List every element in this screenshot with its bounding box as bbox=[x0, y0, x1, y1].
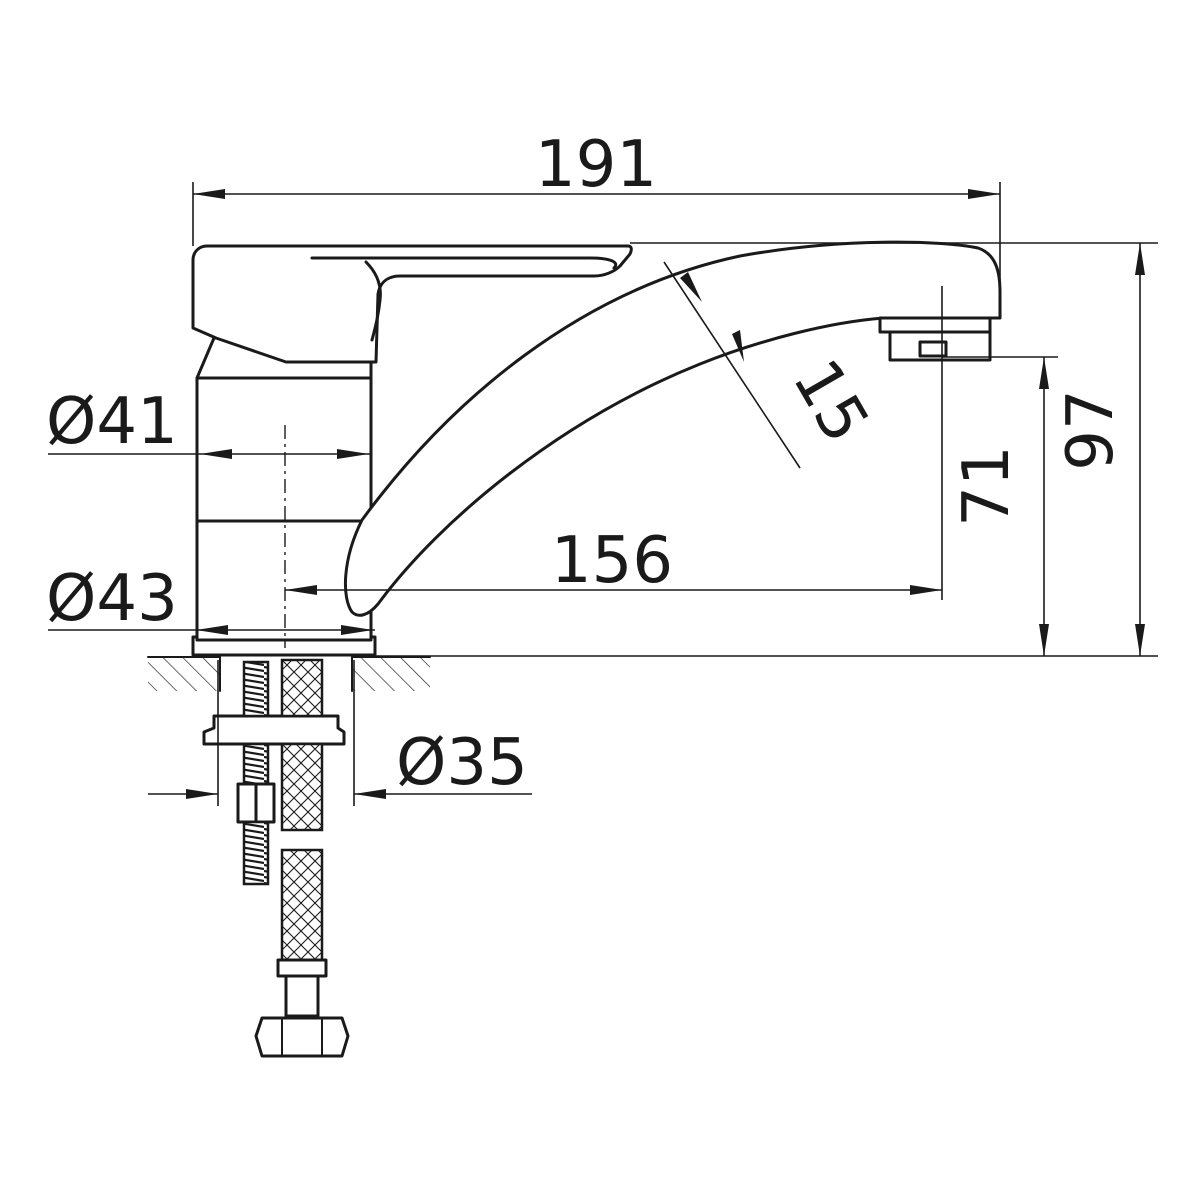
dim-spout-height bbox=[942, 356, 1058, 656]
dim-body-diameter-lower bbox=[48, 625, 375, 635]
dim-mounting-hole-label: Ø35 bbox=[396, 726, 528, 800]
aerator bbox=[878, 316, 992, 362]
spout bbox=[343, 240, 1002, 617]
supply-hoses bbox=[202, 658, 350, 1058]
dim-spout-reach bbox=[285, 286, 943, 600]
lever-handle bbox=[191, 244, 633, 364]
dim-total-height-label: 97 bbox=[1054, 389, 1128, 470]
countertop bbox=[147, 656, 431, 692]
dim-spout-thickness-label: 15 bbox=[778, 348, 883, 456]
dim-spout-thickness bbox=[663, 261, 801, 469]
dim-total-height bbox=[375, 242, 1158, 657]
dim-overall-length bbox=[192, 182, 1001, 292]
dim-body-diameter-upper bbox=[48, 449, 371, 459]
dim-body-diameter-upper-label: Ø41 bbox=[46, 385, 178, 459]
dim-spout-height-label: 71 bbox=[950, 445, 1024, 526]
dim-mounting-hole bbox=[148, 660, 532, 806]
dim-spout-reach-label: 156 bbox=[551, 524, 673, 598]
dim-body-diameter-lower-label: Ø43 bbox=[46, 562, 178, 636]
dim-overall-length-label: 191 bbox=[535, 128, 657, 202]
faucet-body bbox=[191, 336, 377, 657]
